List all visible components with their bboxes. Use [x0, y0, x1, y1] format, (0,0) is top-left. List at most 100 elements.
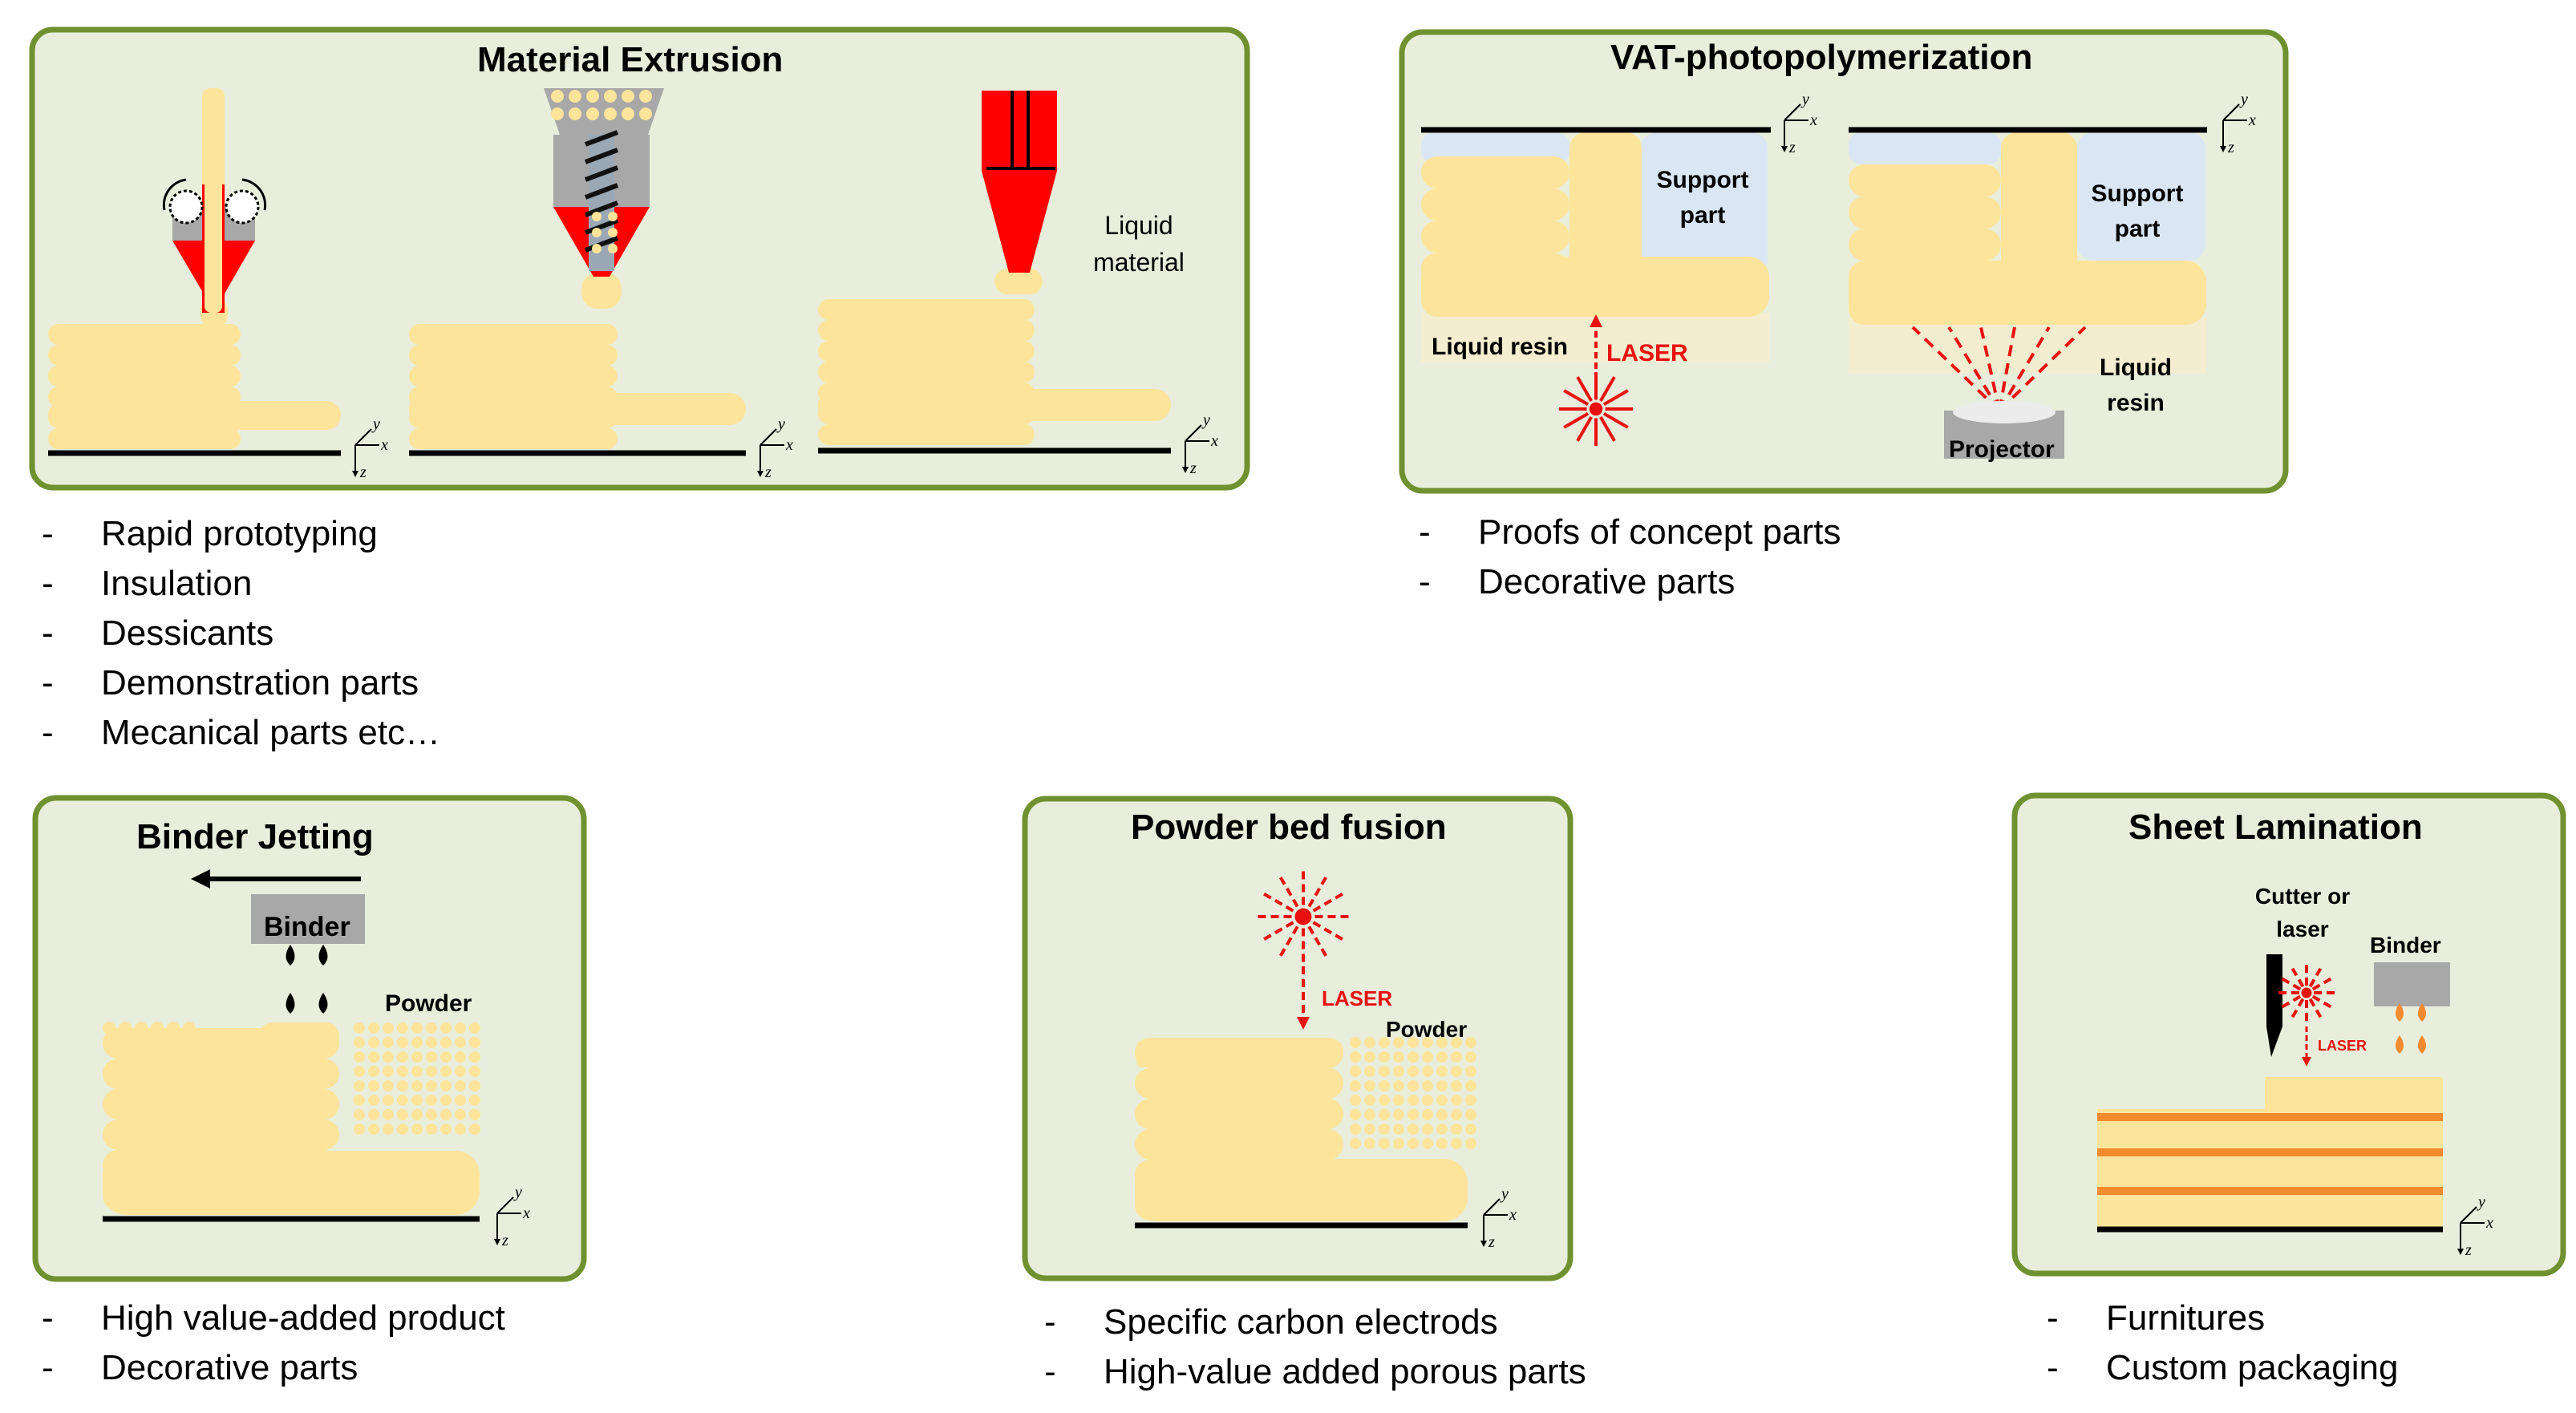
powder-particle [383, 1080, 394, 1091]
z-arrow [1480, 1241, 1487, 1247]
powder-particle [455, 1022, 466, 1034]
powder-particle [1422, 1124, 1433, 1135]
powder-particle [1393, 1138, 1404, 1149]
powder-particle [1350, 1066, 1361, 1077]
list-item: -Rapid prototyping [42, 514, 378, 553]
powder-particle [397, 1037, 408, 1048]
screw-flight [584, 130, 619, 147]
axis-icon: yxz [1182, 411, 1218, 477]
new-sheet [2265, 1077, 2443, 1109]
fused-top-bump [1275, 1038, 1343, 1064]
powder-particle [426, 1051, 437, 1063]
powder-particle [639, 90, 652, 103]
powder-particle [1465, 1051, 1476, 1063]
extruded-layer [48, 345, 241, 366]
pbf-applications: -Specific carbon electrods -High-value a… [1035, 1298, 1586, 1397]
powder-particle [440, 1066, 452, 1077]
powder-particle [1379, 1066, 1390, 1077]
powder-particle [1393, 1124, 1404, 1135]
support-part-label-left: Support part [1656, 167, 1749, 229]
powder-particle [469, 1051, 480, 1063]
sheet-binder-label: Binder [2370, 933, 2441, 958]
y-axis [2222, 103, 2240, 121]
screw-flight [584, 183, 619, 200]
powder-particle [383, 1109, 394, 1120]
powder-particle [368, 1037, 379, 1048]
powder-bed-right [354, 1022, 480, 1135]
powder-particle [411, 1109, 423, 1120]
screw-flight [584, 218, 619, 235]
extrusion-title: Material Extrusion [477, 40, 784, 79]
laser-ray [1312, 892, 1345, 913]
projector-label: Projector [1949, 436, 2055, 463]
powder-particle [426, 1095, 437, 1106]
powder-particle [608, 244, 618, 253]
extruded-base-layer [818, 389, 1171, 421]
filament-core [205, 88, 222, 313]
liquid-resin-label: Liquid resin [1432, 334, 1569, 360]
list-item: -Proofs of concept parts [1419, 512, 1841, 552]
extruded-layer [48, 428, 241, 449]
powder-particle [469, 1066, 480, 1077]
axis-icon: yxz [352, 415, 388, 481]
y-axis-label: y [1500, 1185, 1509, 1203]
powder-particle [469, 1124, 480, 1135]
powder-particle [368, 1066, 379, 1077]
powder-particle [368, 1095, 379, 1106]
projector-ray [1947, 326, 2001, 412]
powder-particle [440, 1095, 452, 1106]
laser-ray [1262, 921, 1294, 941]
powder-particle [368, 1109, 379, 1120]
axis-icon: yxz [757, 415, 793, 481]
laser-source-burst [2278, 964, 2335, 1022]
z-arrow [2220, 146, 2226, 152]
extruded-layer [409, 366, 618, 387]
powder-particle [639, 107, 652, 120]
liquid-reservoir [982, 91, 1057, 171]
bound-layer [103, 1089, 339, 1119]
y-axis-label: y [2239, 91, 2248, 108]
z-axis-label: z [1788, 139, 1796, 156]
printed-bottom-layer [1849, 261, 2206, 325]
powder-particle [592, 212, 601, 221]
powder-particle [426, 1022, 437, 1034]
powder-particle [604, 90, 617, 103]
powder-particle [1364, 1109, 1375, 1120]
pbf-title: Powder bed fusion [1131, 808, 1447, 847]
powder-particle [397, 1080, 408, 1091]
powder-particle [1350, 1051, 1361, 1063]
powder-particle [1436, 1066, 1448, 1077]
laser-arrowhead [2302, 1057, 2311, 1067]
powder-particle [1436, 1037, 1448, 1048]
list-item: -Demonstration parts [42, 663, 419, 702]
powder-particle [440, 1051, 452, 1063]
powder-particle [1465, 1138, 1476, 1149]
powder-particle [440, 1037, 452, 1048]
axis-icon: yxz [1480, 1185, 1517, 1251]
binder-droplet [2396, 1035, 2404, 1054]
powder-particle [354, 1022, 365, 1034]
binder-stripe [2097, 1113, 2443, 1121]
binder-droplet [318, 945, 328, 966]
x-axis-label: x [522, 1204, 530, 1222]
y-axis-label: y [1201, 411, 1210, 429]
powder-particle [368, 1124, 379, 1135]
powder-particle [1451, 1080, 1462, 1091]
x-axis-label: x [2248, 111, 2256, 129]
screw-flight [584, 200, 619, 217]
powder-particle [1436, 1124, 1448, 1135]
powder-particle [608, 228, 618, 237]
laser-source [1294, 908, 1312, 925]
binder-title: Binder Jetting [136, 817, 374, 856]
support-strip [1849, 132, 2001, 164]
extruded-layer [409, 324, 618, 345]
powder-particle [354, 1080, 365, 1091]
powder-particle [383, 1066, 394, 1077]
laser-ray [1307, 925, 1328, 958]
pbf-powder-label: Powder [1386, 1017, 1468, 1042]
powder-particle [1422, 1109, 1433, 1120]
laminated-stack [2097, 1109, 2443, 1229]
extruded-layer [818, 320, 1035, 341]
powder-particle [469, 1080, 480, 1091]
powder-particle [1393, 1051, 1404, 1063]
